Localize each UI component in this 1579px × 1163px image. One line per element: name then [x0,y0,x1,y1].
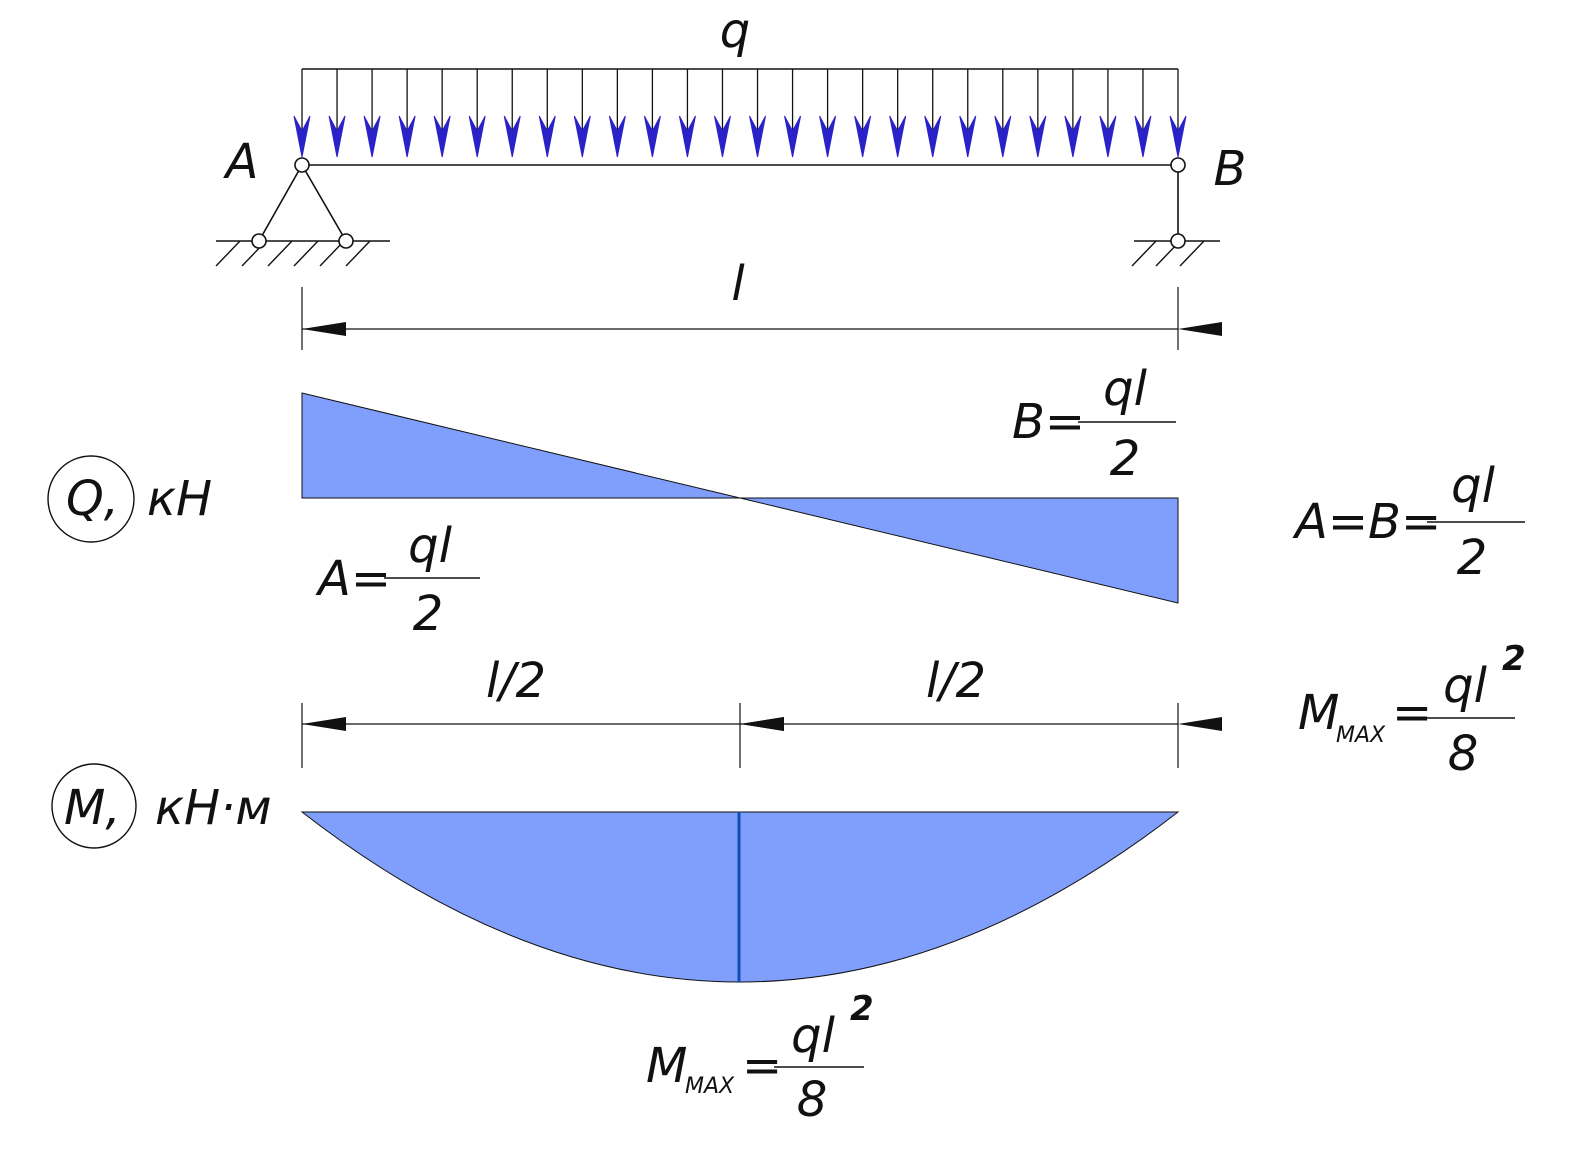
load-arrow-head [889,115,907,158]
reaction-a-formula: A= ql 2 [315,518,480,642]
load-arrow-head [819,115,837,158]
load-arrow-head [538,115,556,158]
span-dimension [301,287,1222,350]
load-arrow-head [503,115,521,158]
half-span-left-label: l/2 [486,653,546,709]
reactions-formula: A=B= ql 2 [1292,458,1525,586]
mmax-bottom-formula: M MAX = ql 2 8 [646,989,874,1128]
half-span-dimension [301,703,1222,768]
moment-diagram [300,811,1180,983]
load-arrow-head [678,115,696,158]
load-arrow-head [1099,115,1117,158]
shear-unit: кН [147,471,212,527]
moment-axis-label: M, кН·м [51,763,272,849]
pinned-support-icon [215,157,390,267]
load-label: q [720,3,750,59]
half-span-right-label: l/2 [926,653,986,709]
reaction-b-formula: B= ql 2 [1012,361,1176,487]
moment-label-circle [51,763,137,849]
svg-text:MAX: MAX [685,1074,735,1099]
moment-unit: кН·м [155,780,272,836]
svg-text:ql: ql [1103,361,1147,417]
load-arrow-head [749,115,767,158]
load-arrow-head [854,115,872,158]
svg-text:2: 2 [1457,530,1488,586]
distributed-load [293,68,1187,158]
support-a-label: A [223,134,259,190]
svg-text:ql: ql [791,1008,835,1064]
svg-text:A=B=: A=B= [1292,494,1441,550]
load-arrow-head [784,115,802,158]
svg-text:8: 8 [797,1072,828,1128]
svg-text:B=: B= [1012,394,1085,450]
load-arrow-head [328,115,346,158]
load-arrow-head [1134,115,1152,158]
moment-symbol: M, [64,780,121,836]
load-arrow-head [608,115,626,158]
svg-text:=: = [742,1038,782,1094]
svg-text:=: = [1392,685,1432,741]
load-arrow-head [994,115,1012,158]
load-arrow-head [959,115,977,158]
load-arrow-head [293,115,311,158]
svg-text:2: 2 [1502,639,1526,679]
load-arrow-head [573,115,591,158]
load-arrow-head [1064,115,1082,158]
svg-text:2: 2 [850,989,874,1029]
svg-text:2: 2 [413,586,444,642]
load-arrow-head [1169,115,1187,158]
shear-diagram [301,392,1179,604]
load-arrow-head [643,115,661,158]
mmax-side-formula: M MAX = ql 2 8 [1298,639,1526,782]
shear-axis-label: Q, кН [47,455,212,543]
load-arrow-head [398,115,416,158]
svg-text:8: 8 [1448,726,1479,782]
shear-symbol: Q, [66,471,119,527]
shear-positive-area [301,392,741,499]
distributed-load-icon [293,69,1187,158]
svg-text:ql: ql [408,518,452,574]
shear-label-circle [47,455,135,543]
svg-text:ql: ql [1451,458,1495,514]
svg-text:A=: A= [315,551,391,607]
svg-text:M: M [646,1038,687,1094]
shear-negative-area [739,497,1179,604]
load-arrow-head [468,115,486,158]
load-arrow-head [713,115,731,158]
svg-text:ql: ql [1443,658,1487,714]
svg-text:MAX: MAX [1336,723,1386,748]
load-arrow-head [433,115,451,158]
svg-text:M: M [1298,685,1339,741]
load-arrow-head [924,115,942,158]
svg-text:2: 2 [1110,431,1141,487]
support-b-label: B [1214,141,1247,197]
span-label: l [731,256,745,312]
load-arrow-head [363,115,381,158]
load-arrow-head [1029,115,1047,158]
roller-support-icon [1131,157,1220,267]
